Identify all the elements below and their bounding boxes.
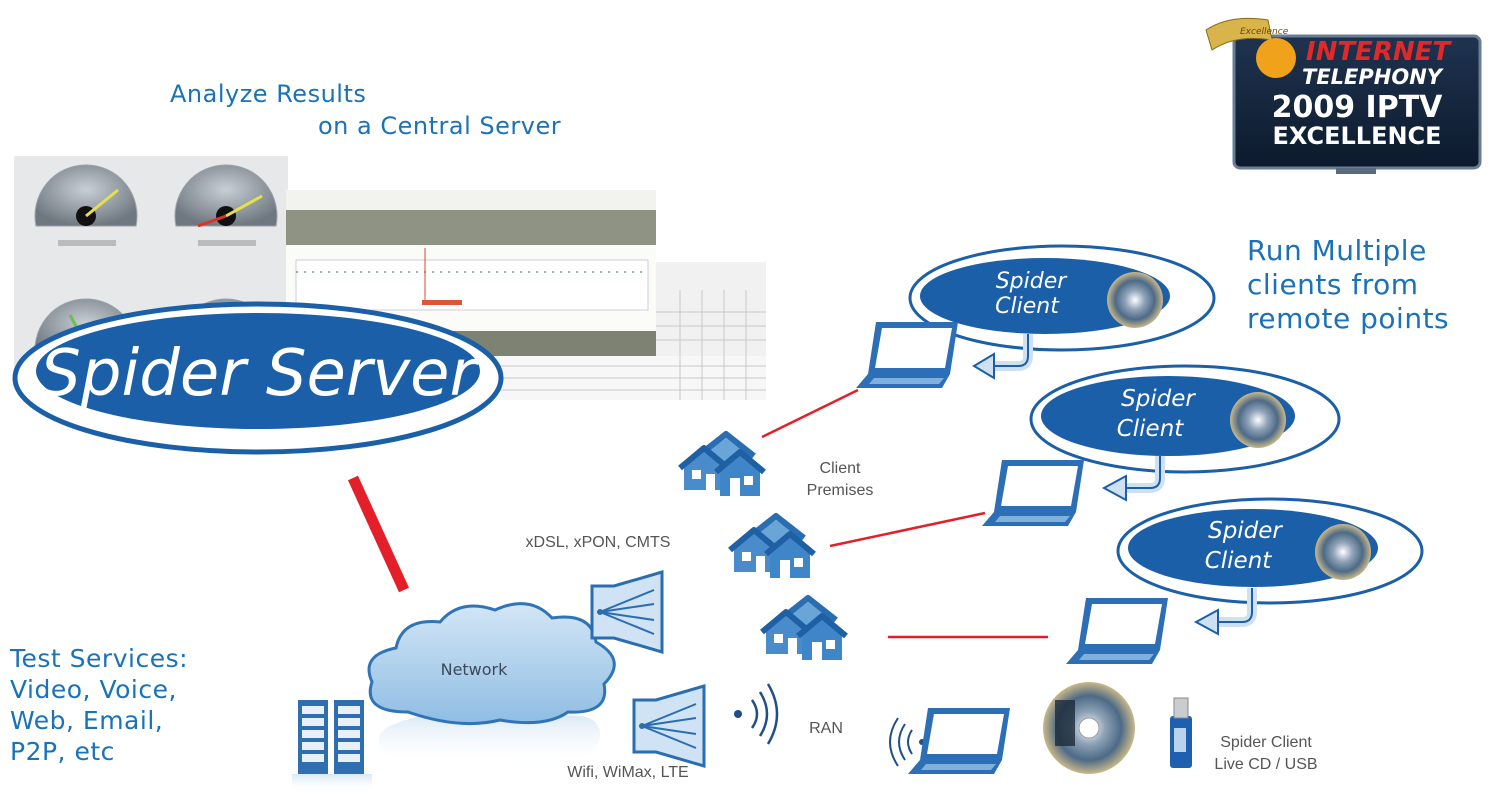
server-rack-icon <box>292 700 372 792</box>
spider-client-2: Spider Client <box>982 364 1341 526</box>
server-network-link <box>347 475 410 593</box>
award-line4: EXCELLENCE <box>1272 122 1441 150</box>
premise-link-1 <box>761 388 859 439</box>
run-line3: remote points <box>1247 302 1450 335</box>
award-line2: TELEPHONY <box>1302 65 1444 89</box>
wired-access-splitter-icon <box>590 570 664 654</box>
usb-stick-icon <box>1170 697 1192 768</box>
client-premises-line2: Premises <box>806 482 874 499</box>
test-services-heading: Test Services: Video, Voice, Web, Email,… <box>10 643 188 767</box>
client-3-label-line2: Client <box>1205 548 1273 574</box>
analyze-results-heading: Analyze Results on a Central Server <box>170 78 561 142</box>
premise-link-2 <box>829 511 986 548</box>
live-cd-icon <box>1043 682 1135 774</box>
run-multiple-heading: Run Multiple clients from remote points <box>1247 234 1449 336</box>
award-line1: INTERNET <box>1306 37 1452 67</box>
test-line2: Video, Voice, <box>10 675 177 704</box>
client-premises-label: Client Premises <box>790 458 890 502</box>
spider-client-1: Spider Client <box>856 244 1216 388</box>
test-line1: Test Services: <box>10 644 189 673</box>
ran-radio-waves-icon <box>734 683 779 745</box>
wireless-access-splitter-icon <box>632 684 706 768</box>
client-1-label-line2: Client <box>995 294 1060 319</box>
analyze-line2: on a Central Server <box>318 112 562 140</box>
wired-access-label: xDSL, xPON, CMTS <box>525 534 671 551</box>
test-line4: P2P, etc <box>10 737 115 766</box>
wifi-waves-icon <box>889 717 925 767</box>
client-premises-houses-icon-3 <box>762 598 846 660</box>
client-1-laptop-icon <box>856 322 958 388</box>
client-2-label-line1: Spider <box>1121 386 1196 412</box>
client-2-laptop-icon <box>982 460 1084 526</box>
analyze-line1: Analyze Results <box>170 80 367 108</box>
client-3-label-line1: Spider <box>1208 518 1283 544</box>
network-cloud: Network <box>367 602 616 768</box>
red-links <box>347 388 1048 639</box>
live-cd-usb-label: Spider Client Live CD / USB <box>1196 732 1336 776</box>
client-2-label-line2: Client <box>1117 416 1185 442</box>
spider-server-badge: Spider Server <box>12 301 504 455</box>
client-premises-houses-icon-1 <box>680 434 764 496</box>
live-cd-line1: Spider Client <box>1220 734 1312 751</box>
award-line3: 2009 IPTV <box>1272 90 1444 125</box>
iptv-excellence-award-logo: Excellence INTERNET TELEPHONY 2009 IPTV … <box>1205 17 1482 174</box>
client-premises-line1: Client <box>819 460 861 477</box>
network-label: Network <box>441 660 509 679</box>
ran-label: RAN <box>809 720 843 737</box>
test-line3: Web, Email, <box>10 706 164 735</box>
wireless-access-label: Wifi, WiMax, LTE <box>567 764 689 781</box>
run-line2: clients from <box>1247 268 1419 301</box>
live-cd-line2: Live CD / USB <box>1214 756 1318 773</box>
spider-client-3: Spider Client <box>1066 497 1424 664</box>
wireless-laptop-icon <box>908 708 1010 774</box>
client-1-label-line1: Spider <box>996 269 1069 294</box>
run-line1: Run Multiple <box>1247 234 1427 267</box>
client-3-laptop-icon <box>1066 598 1168 664</box>
spider-server-label: Spider Server <box>40 337 479 411</box>
award-ribbon-text: Excellence <box>1240 27 1289 37</box>
client-premises-houses-icon-2 <box>730 516 814 578</box>
